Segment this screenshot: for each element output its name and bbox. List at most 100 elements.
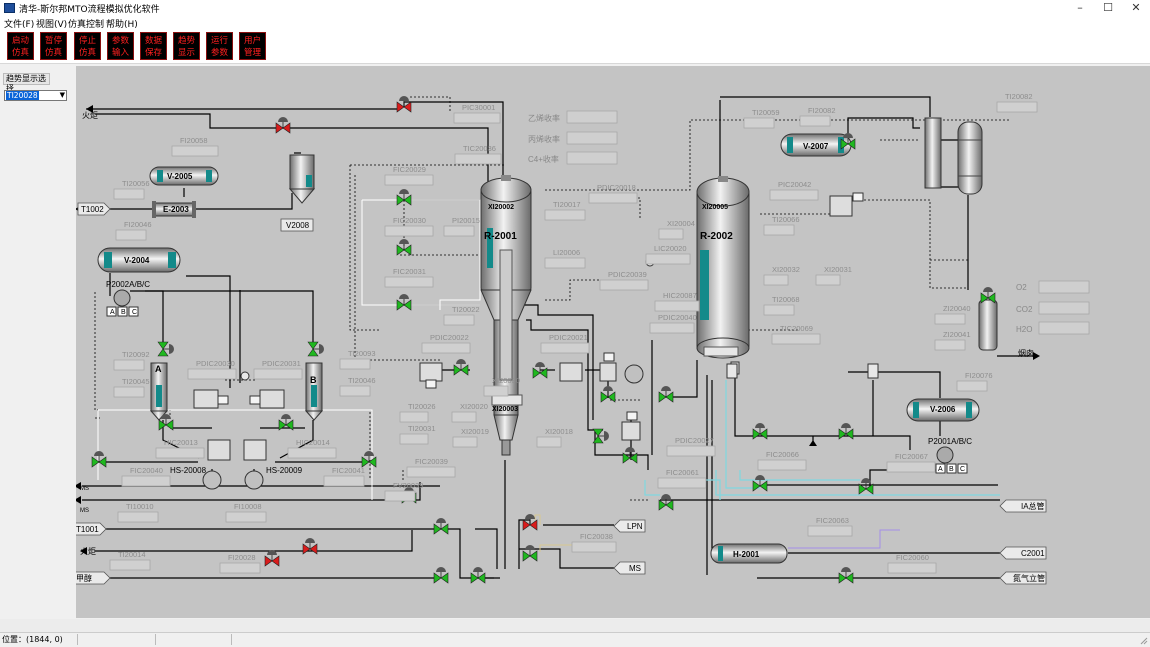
tag-fic20039: FIC20039 bbox=[415, 457, 448, 466]
valve-icon-30[interactable] bbox=[838, 567, 854, 584]
reactor-r2002[interactable] bbox=[696, 176, 750, 375]
trend-select[interactable]: TI20028 ▼ bbox=[4, 90, 67, 101]
valve-icon-11[interactable] bbox=[453, 359, 469, 376]
status-bar: 位置：(1844, 0) bbox=[0, 632, 1150, 647]
valve-icon-26[interactable] bbox=[752, 423, 768, 440]
data-save-button[interactable]: 数据保存 bbox=[140, 32, 167, 60]
trend-select-label: 趋势显示选择 bbox=[3, 73, 50, 93]
control-valves[interactable] bbox=[91, 96, 996, 584]
valve-icon-4[interactable] bbox=[396, 294, 412, 311]
valve-icon-9[interactable] bbox=[91, 451, 107, 468]
valve-icon-6[interactable] bbox=[307, 341, 324, 357]
label-co2: CO2 bbox=[1016, 305, 1033, 314]
chevron-down-icon[interactable]: ▼ bbox=[59, 91, 65, 99]
stream-labels: 火炬 T1002 MS MS T1001 火炬 甲醇 LPN MS IA总管 C… bbox=[76, 110, 1045, 583]
valve-icon-24[interactable] bbox=[522, 545, 538, 562]
param-input-button[interactable]: 参数输入 bbox=[107, 32, 134, 60]
valve-icon-14[interactable] bbox=[592, 428, 609, 444]
tag-pdic20018: PDIC20018 bbox=[597, 183, 636, 192]
heater-h2001[interactable] bbox=[710, 543, 788, 564]
minimize-button[interactable]: – bbox=[1077, 1, 1083, 14]
trend-display-button[interactable]: 趋势显示 bbox=[173, 32, 200, 60]
valve-icon-28[interactable] bbox=[752, 475, 768, 492]
valve-icon-5[interactable] bbox=[157, 341, 174, 357]
menu-bar: 文件(F) 视图(V) 仿真控制 帮助(H) bbox=[0, 16, 1150, 30]
menu-view[interactable]: 视图(V) bbox=[36, 20, 68, 30]
menu-sim-control[interactable]: 仿真控制 bbox=[68, 20, 105, 30]
tag-box-fic20060 bbox=[887, 562, 937, 574]
vessel-a[interactable] bbox=[149, 362, 169, 421]
pumps-hs[interactable] bbox=[202, 364, 644, 490]
tag-box-xi20019 bbox=[452, 436, 478, 448]
valve-icon-18[interactable] bbox=[433, 518, 449, 535]
drum-v2004[interactable] bbox=[97, 247, 181, 273]
drum-v2005[interactable] bbox=[149, 166, 219, 186]
valve-icon-15[interactable] bbox=[622, 447, 638, 464]
maximize-button[interactable]: ☐ bbox=[1103, 1, 1113, 14]
valve-icon-20[interactable] bbox=[470, 567, 486, 584]
pump-p2002[interactable] bbox=[113, 289, 131, 307]
stream-flare-1: 火炬 bbox=[82, 110, 98, 120]
menu-help[interactable]: 帮助(H) bbox=[106, 20, 138, 30]
horizontal-scroll-area[interactable] bbox=[0, 619, 1150, 632]
yield-labels: 乙烯收率 丙烯收率 C4+收率 O2 CO2 H2O bbox=[528, 113, 1033, 334]
pause-sim-button[interactable]: 暂停仿真 bbox=[40, 32, 67, 60]
purge-lines bbox=[788, 529, 900, 549]
start-sim-button[interactable]: 启动仿真 bbox=[7, 32, 34, 60]
tag-box-fic20061 bbox=[657, 477, 707, 489]
tag-pi20015: PI20015 bbox=[452, 216, 480, 225]
tag-pdic20022: PDIC20022 bbox=[430, 333, 469, 342]
valve-icon-8[interactable] bbox=[278, 414, 294, 431]
valve-icon-16[interactable] bbox=[658, 386, 674, 403]
tag-ti20092: TI20092 bbox=[122, 350, 150, 359]
stop-sim-button[interactable]: 停止仿真 bbox=[74, 32, 101, 60]
label-h2o: H2O bbox=[1016, 325, 1032, 334]
label-b: B bbox=[310, 375, 317, 385]
tag-fic20063: FIC20063 bbox=[816, 516, 849, 525]
tag-ti20045: TI20045 bbox=[122, 377, 150, 386]
valve-icon-32[interactable] bbox=[840, 133, 856, 150]
valve-icon-3[interactable] bbox=[396, 239, 412, 256]
valve-icon-27[interactable] bbox=[838, 423, 854, 440]
resize-grip-icon[interactable] bbox=[1140, 637, 1148, 645]
label-xi20003: XI20003 bbox=[492, 406, 518, 413]
tag-box-fi20082 bbox=[799, 115, 831, 127]
tag-box-pic20042 bbox=[769, 189, 819, 201]
pump-p2001[interactable] bbox=[936, 446, 954, 464]
vessel-b[interactable] bbox=[304, 362, 324, 421]
title-bar: 清华-斯尔邦MTO流程模拟优化软件 – ☐ ✕ bbox=[0, 0, 1150, 16]
drum-v2006[interactable] bbox=[906, 398, 980, 422]
tag-pdic20039: PDIC20039 bbox=[608, 270, 647, 279]
close-button[interactable]: ✕ bbox=[1131, 1, 1141, 14]
valve-icon-13[interactable] bbox=[600, 386, 616, 403]
tag-fi20058: FI20058 bbox=[180, 136, 208, 145]
drum-v2008[interactable] bbox=[288, 154, 316, 204]
valve-icon-29[interactable] bbox=[858, 478, 874, 495]
exchanger-e2003[interactable] bbox=[152, 201, 196, 218]
valve-icon-0[interactable] bbox=[396, 96, 412, 113]
valve-icon-22[interactable] bbox=[264, 550, 280, 567]
valve-icon-31[interactable] bbox=[980, 287, 996, 304]
white-lines bbox=[97, 199, 481, 500]
valve-icon-10[interactable] bbox=[361, 451, 377, 468]
slide-valves[interactable] bbox=[193, 195, 853, 461]
tag-fic20041: FIC20041 bbox=[332, 466, 365, 475]
reactor-r2001[interactable] bbox=[480, 175, 532, 456]
menu-file[interactable]: 文件(F) bbox=[4, 20, 35, 30]
tag-box-fi20028 bbox=[219, 562, 261, 574]
pump-letter-boxes[interactable] bbox=[106, 306, 968, 474]
tag-tic20036: TIC20036 bbox=[463, 144, 496, 153]
run-params-button[interactable]: 运行参数 bbox=[206, 32, 233, 60]
tag-box-ti10010 bbox=[117, 511, 159, 523]
column-right[interactable] bbox=[924, 117, 998, 351]
user-mgmt-button[interactable]: 用户管理 bbox=[239, 32, 266, 60]
valve-icon-12[interactable] bbox=[532, 362, 548, 379]
valve-icon-1[interactable] bbox=[275, 117, 291, 134]
tag-box-ti20059 bbox=[743, 117, 775, 129]
valve-icon-7[interactable] bbox=[158, 414, 174, 431]
valve-icon-2[interactable] bbox=[396, 189, 412, 206]
valve-icon-21[interactable] bbox=[302, 538, 318, 555]
valve-icon-25[interactable] bbox=[658, 494, 674, 511]
valve-icon-19[interactable] bbox=[433, 567, 449, 584]
valve-icon-23[interactable] bbox=[522, 514, 538, 531]
